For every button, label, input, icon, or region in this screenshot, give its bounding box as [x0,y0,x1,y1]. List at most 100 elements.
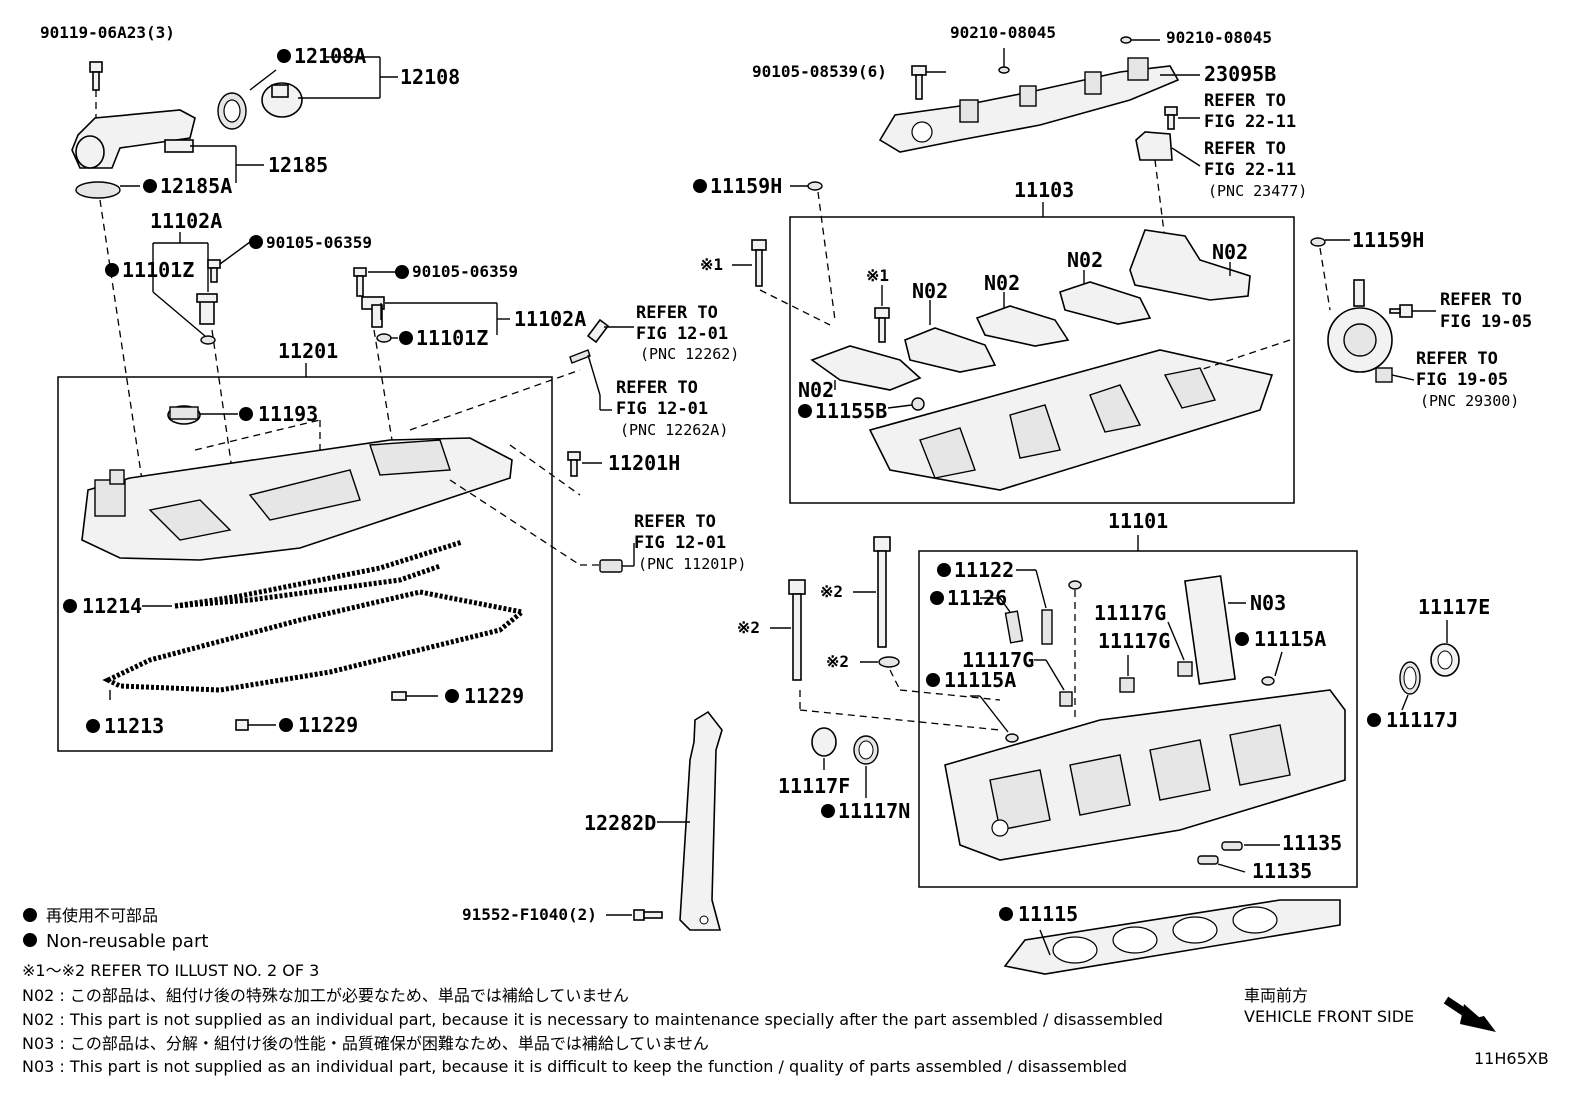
plug-11155b-part [911,397,925,411]
group-box-11201 [57,376,553,752]
label-11229-b: 11229 [298,713,358,737]
legend-refer-illust: ※1～※2 REFER TO ILLUST NO. 2 OF 3 [22,961,319,980]
ref-12-01-c-line3: (PNC 11201P) [638,555,746,573]
ref-22-11-b-line3: (PNC 23477) [1208,182,1307,200]
label-11117j: 11117J [1386,708,1458,732]
nonreusable-dot-icon [86,719,100,733]
cam-cap-n02-2-part [904,327,997,373]
label-11201: 11201 [278,339,338,363]
ref-12-01-b-line1: REFER TO [616,378,698,398]
cam-cap-n02-1-part [810,345,922,391]
nonreusable-dot-icon [693,179,707,193]
ref-19-05-b-line1: REFER TO [1416,349,1498,369]
label-n02-4: N02 [1212,240,1248,264]
ref-12-01-a-line2: FIG 12-01 [636,324,728,344]
nonreusable-dot-icon [999,907,1013,921]
label-11117g-a: 11117G [1094,601,1166,625]
label-11155b: 11155B [815,399,887,423]
label-12185a: 12185A [160,174,232,198]
ref-12-01-b-line2: FIG 12-01 [616,399,708,419]
label-mark1-b: ※1 [866,266,889,285]
nonreusable-dot-icon [63,599,77,613]
cam-housing-23095b-part [878,57,1180,153]
nonreusable-dot-icon [445,689,459,703]
label-90210-b: 90210-08045 [1166,28,1272,47]
ref-22-11-b-line1: REFER TO [1204,139,1286,159]
plug-11117g-b-part [1119,677,1135,693]
label-11117g-c: 11117G [962,648,1034,672]
cap-11193-part [167,405,201,425]
label-12282d: 12282D [584,811,656,835]
label-11101z-b: 11101Z [416,326,488,350]
head-gasket-11115-part [1003,899,1341,975]
plug-11117f-part [811,727,837,757]
nonreusable-dot-icon [143,179,157,193]
nonreusable-dot-icon [395,265,409,279]
label-11117e: 11117E [1418,595,1490,619]
sensor-11102a-b-part [361,296,385,328]
label-91552: 91552-F1040(2) [462,905,597,924]
bolt-90105-08539-part [911,65,927,100]
label-n02-2: N02 [984,271,1020,295]
bolt-mark2-a-part [873,536,891,648]
nonreusable-dot-icon [1235,632,1249,646]
label-11115: 11115 [1018,902,1078,926]
pin-11122-part [1041,609,1053,645]
legend-dot-icon [23,908,37,922]
label-12185: 12185 [268,153,328,177]
bolt-mark1-a-part [751,239,767,287]
engine-hanger-12282d-part [679,710,723,931]
label-11103: 11103 [1014,178,1074,202]
label-n03: N03 [1250,591,1286,615]
sensor-11102a-part [196,293,218,325]
ref-19-05-b-line3: (PNC 29300) [1420,392,1519,410]
cam-cap-n02-4-part [1059,281,1152,325]
bolt-mark2-b-part [788,579,806,681]
label-n02-5: N02 [798,378,834,402]
ref-12-01-a-line1: REFER TO [636,303,718,323]
label-11135-a: 11135 [1282,831,1342,855]
label-11117n: 11117N [838,799,910,823]
label-23095b: 23095B [1204,62,1276,86]
label-mark2-a: ※2 [820,582,843,601]
nonreusable-dot-icon [279,718,293,732]
ref-19-05-a-line1: REFER TO [1440,290,1522,310]
nonreusable-dot-icon [249,235,263,249]
label-90105-b: 90105-06359 [412,262,518,281]
label-90119: 90119-06A23(3) [40,23,175,42]
ref-22-11-a-line2: FIG 22-11 [1204,112,1296,132]
label-11115a-b: 11115A [944,668,1016,692]
pipe-11126-part [1004,610,1024,644]
bolt-11201h-part [567,451,581,477]
note-n02-en: N02 : This part is not supplied as an in… [22,1010,1163,1029]
ref-19-05-a-line2: FIG 19-05 [1440,312,1532,332]
plug-11229-a-part [391,691,407,701]
bolt-90119-part [89,61,103,91]
bolt-90105-b-part [353,267,367,297]
label-11117g-b: 11117G [1098,629,1170,653]
nonreusable-dot-icon [105,263,119,277]
legend-nonreusable-jp: 再使用不可部品 [46,906,158,925]
label-90105-08539: 90105-08539(6) [752,62,887,81]
note-n03-en: N03 : This part is not supplied as an in… [22,1057,1127,1076]
bolt-fig19-05-part [1389,304,1413,318]
ref-19-05-b-line2: FIG 19-05 [1416,370,1508,390]
gasket-12185a-part [75,181,121,199]
oil-cap-12108-part [261,82,303,118]
ref-12-01-c-line1: REFER TO [634,512,716,532]
label-11115a-a: 11115A [1254,627,1326,651]
nonreusable-dot-icon [930,591,944,605]
label-12108: 12108 [400,65,460,89]
label-11193: 11193 [258,402,318,426]
nonreusable-dot-icon [277,49,291,63]
label-11126: 11126 [947,586,1007,610]
group-box-11103 [789,216,1295,504]
bolt-mark1-b-part [874,307,890,343]
cam-carrier-11103-part [868,349,1274,491]
label-n02-3: N02 [1067,248,1103,272]
legend-nonreusable-en: Non-reusable part [46,931,208,952]
label-12108a: 12108A [294,44,366,68]
vehicle-front-en: VEHICLE FRONT SIDE [1244,1007,1414,1026]
label-11213: 11213 [104,714,164,738]
